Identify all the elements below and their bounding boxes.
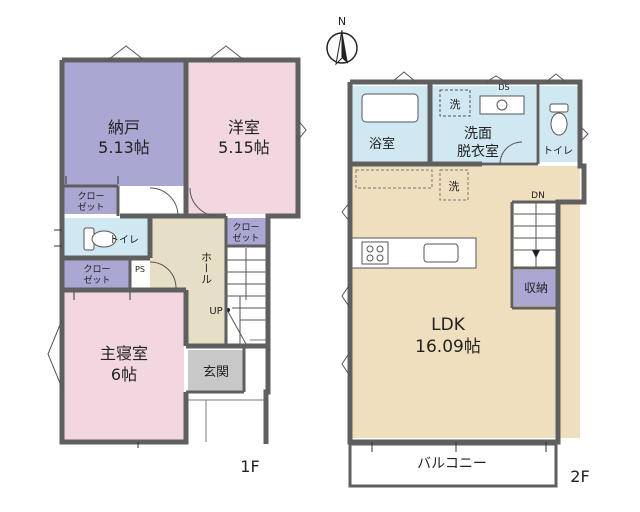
western-room bbox=[188, 62, 296, 214]
compass: N bbox=[326, 15, 358, 66]
storage-2f bbox=[514, 270, 556, 306]
hall-label: ホール bbox=[200, 251, 213, 284]
toilet-2f-label: トイレ bbox=[543, 146, 573, 157]
toilet-1f-label: トイレ bbox=[109, 235, 139, 246]
storage-room-name: 納戸 bbox=[108, 118, 140, 137]
stairs-2f bbox=[514, 202, 556, 268]
floor-2-label: 2F bbox=[570, 467, 589, 486]
washroom-line1: 洗面 bbox=[464, 126, 492, 142]
stairs-up-label: UP bbox=[209, 306, 222, 317]
dryer-mark: 洗 bbox=[449, 180, 460, 193]
western-room-size: 5.15帖 bbox=[218, 138, 270, 157]
ds-label: DS bbox=[498, 83, 509, 92]
master-bedroom-name: 主寝室 bbox=[100, 344, 148, 363]
closet-c-line1: クロー bbox=[83, 264, 110, 275]
balcony bbox=[350, 444, 556, 484]
floor-1: 納戸 5.13帖 洋室 5.15帖 クロー ゼット トイレ クロー ゼット クロ… bbox=[47, 45, 307, 476]
entrance-label: 玄関 bbox=[203, 365, 229, 380]
closet-c-line2: ゼット bbox=[83, 274, 110, 286]
entrance bbox=[188, 350, 244, 392]
closet-c bbox=[64, 260, 130, 290]
washroom-line2: 脱衣室 bbox=[457, 143, 499, 160]
closet-a bbox=[64, 186, 118, 214]
compass-north-label: N bbox=[338, 15, 346, 28]
washer-mark: 洗 bbox=[450, 98, 461, 111]
closet-a-line1: クロー bbox=[77, 191, 104, 202]
stairs-down-label: DN bbox=[531, 191, 545, 201]
storage-2f-label: 収納 bbox=[524, 281, 548, 295]
master-bedroom bbox=[64, 290, 184, 440]
closet-a-line2: ゼット bbox=[77, 201, 104, 213]
floor-1-label: 1F bbox=[240, 457, 259, 476]
closet-b-line1: クロー bbox=[232, 222, 259, 233]
ldk-name: LDK bbox=[431, 315, 466, 335]
storage-room bbox=[64, 62, 184, 186]
balcony-label: バルコニー bbox=[417, 456, 487, 472]
ps-label: PS bbox=[135, 265, 145, 274]
western-room-name: 洋室 bbox=[228, 118, 260, 137]
master-bedroom-size: 6帖 bbox=[111, 365, 137, 384]
ldk-size: 16.09帖 bbox=[415, 337, 481, 357]
storage-room-size: 5.13帖 bbox=[98, 138, 150, 157]
floor-2: 浴室 洗 DS 洗面 脱衣室 トイレ 洗 DN 収納 LDK 16.09帖 バル… bbox=[341, 71, 590, 488]
bath-label: 浴室 bbox=[369, 136, 395, 152]
closet-b bbox=[226, 218, 266, 246]
closet-b-line2: ゼット bbox=[232, 232, 259, 244]
